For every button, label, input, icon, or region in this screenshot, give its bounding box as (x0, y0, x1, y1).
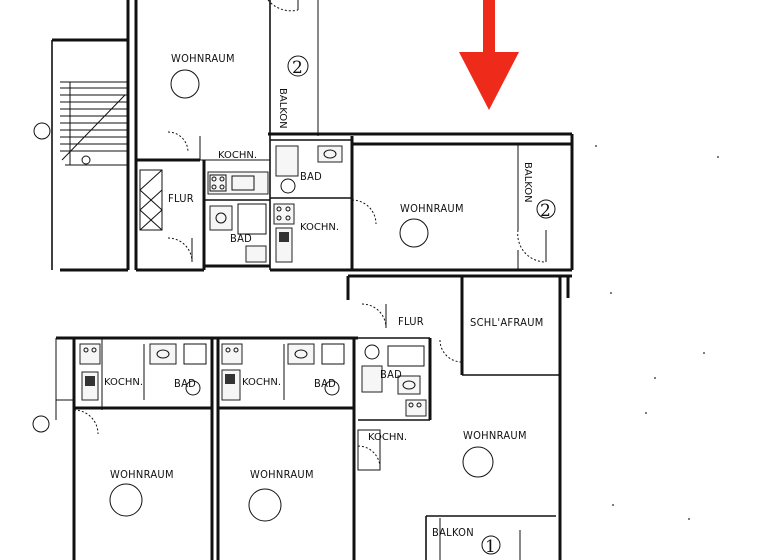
room-label-flur-top: FLUR (168, 192, 194, 205)
room-label-wohnraum-br: WOHNRAUM (463, 429, 527, 442)
room-label-wohnraum-bl: WOHNRAUM (110, 468, 174, 481)
room-label-kochn-b1: KOCHN. (104, 377, 143, 388)
top-unit (134, 0, 572, 270)
bottom-row-walls (55, 336, 358, 560)
stairwell (51, 0, 130, 272)
scan-specks (595, 145, 719, 520)
balcony-number-right: 2 (540, 201, 551, 221)
bathroom-top1 (204, 199, 270, 268)
fixtures-b2 (221, 343, 345, 401)
flur-top-area (136, 160, 206, 272)
room-label-flur-mid: FLUR (398, 315, 424, 328)
room-label-bad-top2: BAD (300, 170, 322, 183)
balcony-number-circle (287, 55, 309, 77)
room-label-wohnraum-bm: WOHNRAUM (250, 468, 314, 481)
balcony-bottom (425, 515, 556, 560)
room-label-bad-b1: BAD (174, 377, 196, 390)
room-label-bad-b3: BAD (380, 368, 402, 381)
room-label-kochn-b3: KOCHN. (368, 432, 407, 443)
punch-hole-bottom (32, 415, 50, 433)
room-label-kochn-b2: KOCHN. (242, 377, 281, 388)
balcony-number-top: 2 (292, 58, 303, 78)
mid-section-walls (346, 274, 572, 560)
room-label-schlafraum: SCHL'AFRAUM (470, 316, 544, 329)
balcony-label-right: BALKON (522, 162, 533, 203)
room-label-wohnraum-top: WOHNRAUM (171, 52, 235, 65)
fixtures-b1 (73, 343, 207, 435)
balcony-number-circle (481, 535, 501, 555)
light-fixture (248, 488, 282, 522)
light-fixture (109, 483, 143, 517)
arrow-down-icon (459, 0, 519, 110)
room-label-kochn-top2: KOCHN. (300, 222, 339, 233)
balcony-label-bottom: BALKON (432, 526, 474, 539)
light-fixture (170, 69, 200, 99)
fixtures-b3 (357, 337, 432, 471)
room-label-bad-b2: BAD (314, 377, 336, 390)
balcony-number-bottom: 1 (485, 537, 496, 557)
light-fixture (399, 218, 429, 248)
wohnraum-right-walls (352, 134, 574, 272)
kitchenette-top1 (207, 171, 269, 195)
service-column-top (270, 136, 377, 272)
room-label-bad-top1: BAD (230, 232, 252, 245)
balcony-number-circle (536, 199, 556, 219)
balcony-label-top: BALKON (277, 88, 288, 129)
light-fixture (462, 446, 494, 478)
room-label-wohnraum-right: WOHNRAUM (400, 202, 464, 215)
room-label-kochn-top1: KOCHN. (218, 150, 257, 161)
punch-hole-top (33, 122, 51, 140)
